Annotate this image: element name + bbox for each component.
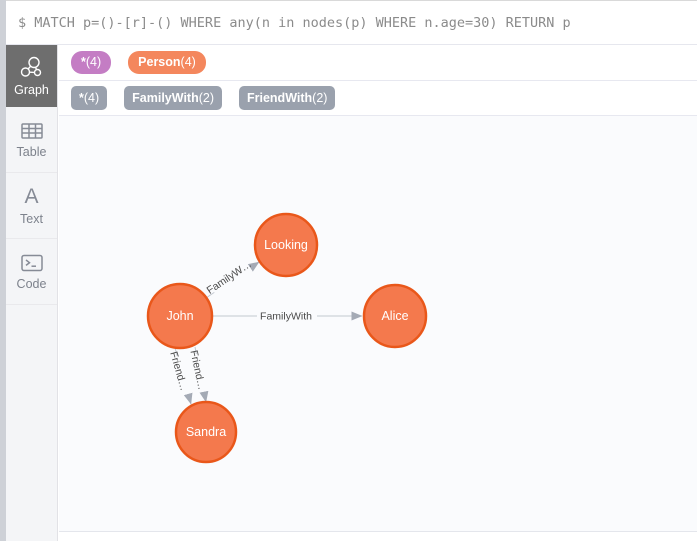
tab-table-label: Table xyxy=(16,144,47,159)
rel-type-badge-familywith[interactable]: FamilyWith(2) xyxy=(124,85,222,111)
graph-node-looking[interactable]: Looking xyxy=(253,212,319,278)
edge-label: FamilyW… xyxy=(205,258,254,297)
graph-node-john[interactable]: John xyxy=(146,282,214,350)
rel-type-badge-all[interactable]: *(4) xyxy=(71,85,108,111)
rel-type-badge-friendwith[interactable]: FriendWith(2) xyxy=(239,85,336,111)
tab-code-label: Code xyxy=(16,276,47,291)
edge-label: FamilyWith xyxy=(260,311,312,323)
node-label: Alice xyxy=(381,309,408,323)
node-type-badge-person[interactable]: Person(4) xyxy=(128,51,206,74)
tab-table[interactable]: Table xyxy=(6,107,57,173)
graph-edge[interactable]: Friend… xyxy=(187,346,209,403)
edge-label: Friend… xyxy=(167,350,190,392)
graph-edge[interactable]: FamilyW… xyxy=(205,258,260,299)
node-legend-row: *(4) Person(4) xyxy=(59,45,697,81)
graph-icon xyxy=(20,56,41,77)
tab-code[interactable]: Code xyxy=(6,239,57,305)
graph-node-sandra[interactable]: Sandra xyxy=(174,400,238,464)
edge-label: Friend… xyxy=(187,349,207,391)
query-input[interactable]: $ MATCH p=()-[r]-() WHERE any(n in nodes… xyxy=(6,0,697,45)
node-label: Sandra xyxy=(186,425,226,439)
tab-text-label: Text xyxy=(20,211,43,226)
text-icon: A xyxy=(24,184,39,208)
tab-graph-label: Graph xyxy=(14,83,49,97)
tab-graph[interactable]: Graph xyxy=(6,45,57,107)
code-icon xyxy=(20,254,43,271)
relationship-legend-row: *(4) FamilyWith(2) FriendWith(2) xyxy=(59,81,697,116)
graph-edge[interactable]: FamilyWith xyxy=(212,311,363,323)
graph-edge[interactable]: Friend… xyxy=(167,347,193,405)
table-icon xyxy=(20,122,43,139)
node-type-badge-all[interactable]: *(4) xyxy=(71,51,112,74)
result-panel: *(4) Person(4) *(4) FamilyWith(2) Friend… xyxy=(59,45,697,541)
view-sidebar: Graph Table A Text xyxy=(6,45,58,541)
left-scroll-strip xyxy=(0,0,6,541)
graph-node-alice[interactable]: Alice xyxy=(362,283,428,349)
node-label: Looking xyxy=(264,238,308,252)
query-text: $ MATCH p=()-[r]-() WHERE any(n in nodes… xyxy=(18,14,571,31)
tab-text[interactable]: A Text xyxy=(6,173,57,239)
node-label: John xyxy=(166,309,193,323)
